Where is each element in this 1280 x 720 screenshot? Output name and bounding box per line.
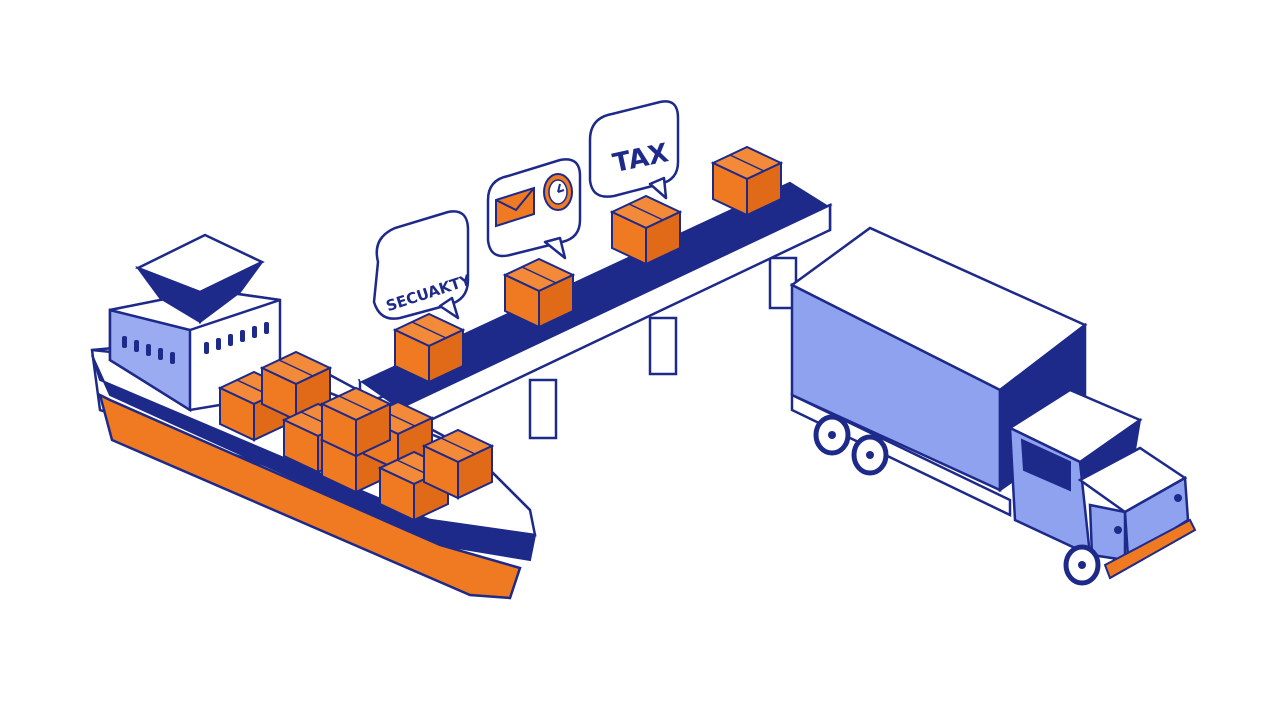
envelope-icon [495, 186, 535, 228]
conveyor-belt [357, 146, 833, 440]
belt-box [712, 146, 782, 216]
belt-box [504, 258, 574, 328]
ship-bridge [108, 233, 282, 413]
bubble-tax: TAX [588, 100, 680, 200]
clock-icon [543, 173, 573, 211]
bubble-security: SECUAKTY [372, 210, 474, 320]
belt-box [611, 195, 681, 265]
belt-box [394, 313, 464, 383]
cargo-ship [90, 233, 537, 600]
conveyor-supports [528, 256, 798, 440]
bubble-icons [486, 158, 582, 260]
delivery-truck [789, 226, 1197, 586]
